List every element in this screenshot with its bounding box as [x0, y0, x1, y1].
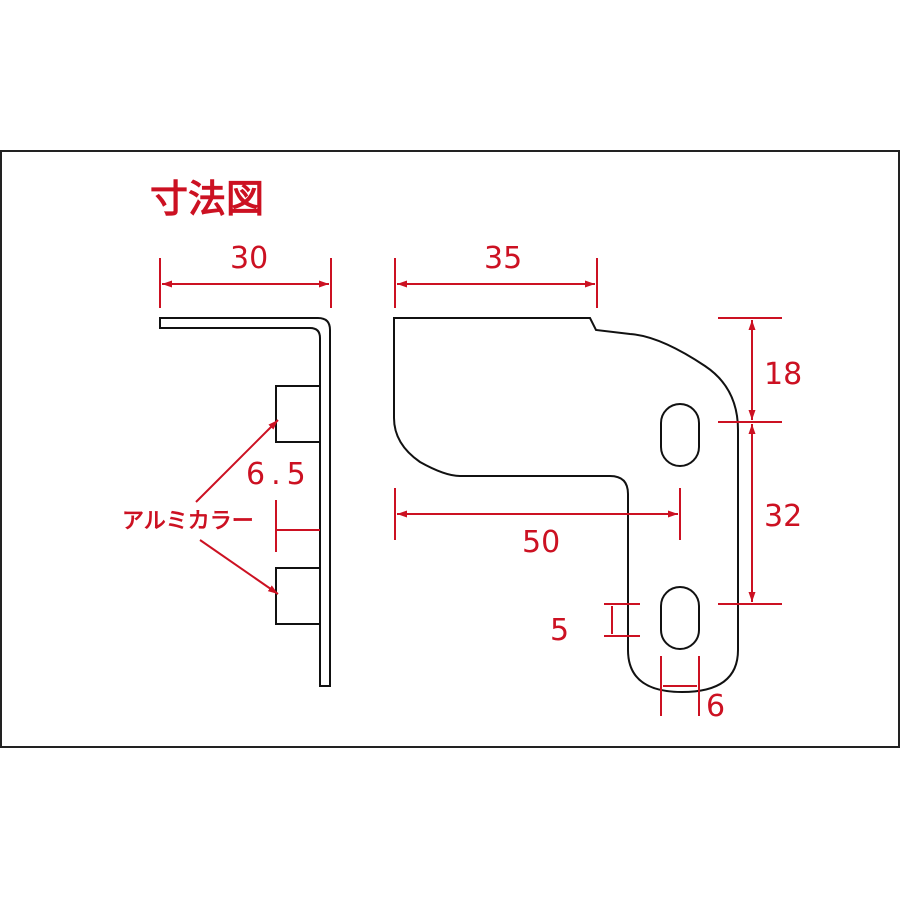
front-view-bracket — [393, 317, 739, 694]
drawing-title: 寸法図 — [150, 177, 264, 221]
slot-upper — [660, 403, 700, 467]
dim-collar-gap — [275, 500, 320, 552]
callout-arrows — [195, 419, 279, 595]
dim-slot-pitch-label: 32 — [764, 499, 802, 534]
dim-slot-offset-label: 50 — [522, 525, 560, 560]
dim-vertical-chain — [718, 317, 782, 605]
side-view-bracket — [159, 317, 331, 687]
dim-slot-width-label: 5 — [550, 613, 569, 648]
dim-slot-offset — [394, 488, 681, 540]
dim-side-width-label: 30 — [230, 241, 268, 276]
aluminum-collar-label: アルミカラー — [122, 509, 254, 534]
drawing-frame — [0, 150, 900, 748]
dim-top-width-label: 35 — [484, 241, 522, 276]
dim-collar-gap-label: 6.5 — [246, 457, 312, 492]
aluminum-collar-lower — [275, 567, 321, 625]
dim-slot-length — [660, 656, 700, 716]
dim-upper-height-label: 18 — [764, 357, 802, 392]
slot-lower — [660, 586, 700, 650]
dim-slot-length-label: 6 — [706, 689, 725, 724]
dim-top-width — [394, 258, 598, 308]
dim-slot-width — [604, 603, 640, 637]
dim-side-width — [159, 258, 332, 308]
aluminum-collar-upper — [275, 385, 321, 443]
